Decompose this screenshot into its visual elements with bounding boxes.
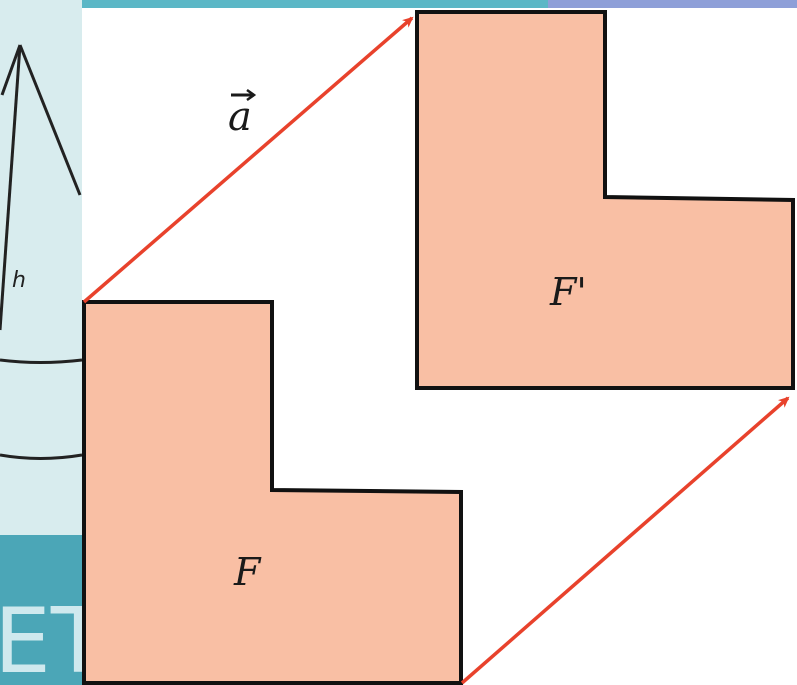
vector-overline-arrowhead [246, 88, 257, 102]
vector-label: a [228, 88, 257, 140]
figure-f [82, 300, 463, 685]
translation-vector-arrow-bottom [460, 396, 790, 685]
cone-inner-edge [0, 44, 22, 96]
cone-base-arc [0, 358, 83, 364]
height-label: h [12, 268, 26, 293]
cone-right-edge [18, 44, 82, 196]
cone-sketch [0, 44, 83, 460]
figure-f-label: F [233, 550, 262, 594]
vector-a-label: a [228, 94, 252, 140]
cone-left-edge [0, 44, 22, 331]
figure-f-prime-label: F' [549, 270, 587, 314]
background-top-strip [82, 0, 797, 8]
background-teal-band [0, 535, 82, 685]
cone-base-arc-lower [0, 453, 83, 460]
translation-vector-arrow-top [82, 16, 414, 304]
figure-f-prime [415, 10, 795, 390]
background-blue-strip [548, 0, 797, 8]
